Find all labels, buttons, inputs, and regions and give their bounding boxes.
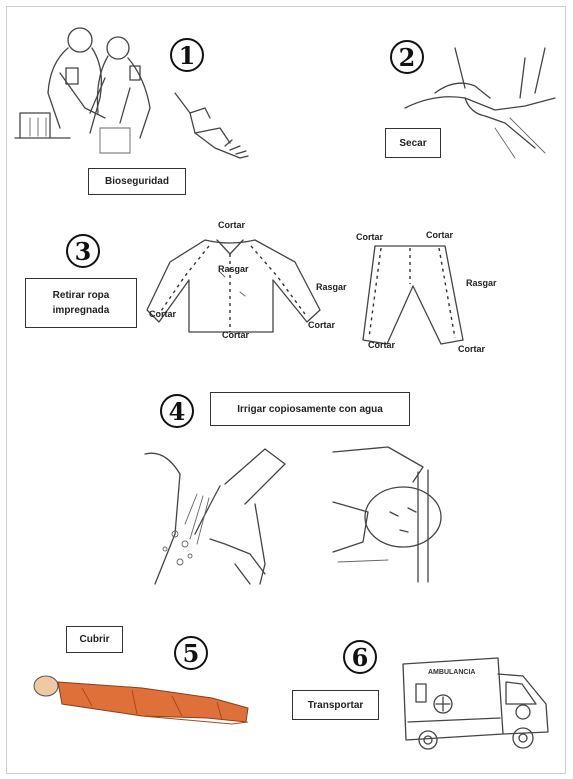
pants-rasgar-left: Rasgar (316, 282, 347, 292)
shirt-cortar-top: Cortar (218, 220, 245, 230)
irrigation-illustration (135, 444, 290, 589)
step-4-number: 4 (160, 394, 194, 428)
step-5-number: 5 (174, 636, 208, 670)
step-1-label: Bioseguridad (88, 168, 186, 195)
eye-irrigation-illustration (328, 442, 463, 582)
shirt-cortar-right: Cortar (308, 320, 335, 330)
pants-cortar-top-left: Cortar (356, 232, 383, 242)
pants-cortar-bottom-right: Cortar (458, 344, 485, 354)
step-6-label: Transportar (292, 690, 379, 720)
step-6-number: 6 (343, 640, 377, 674)
shirt-cortar-bottom: Cortar (222, 330, 249, 340)
shirt-cortar-left: Cortar (149, 309, 176, 319)
shirt-cut-diagram (145, 232, 325, 342)
step-3-label: Retirar ropa impregnada (25, 278, 137, 328)
covered-patient-illustration (22, 668, 252, 732)
pants-cortar-bottom-left: Cortar (368, 340, 395, 350)
ambulance-illustration: AMBULANCIA (398, 654, 553, 754)
step-3-number: 3 (66, 234, 100, 268)
pants-cortar-top-right: Cortar (426, 230, 453, 240)
step-1-number: 1 (170, 38, 204, 72)
shirt-rasgar: Rasgar (218, 264, 249, 274)
biosafety-illustration (10, 18, 170, 158)
gloved-hand-illustration (170, 88, 255, 168)
step-5-label: Cubrir (66, 626, 123, 653)
pants-rasgar-right: Rasgar (466, 278, 497, 288)
step-2-label: Secar (385, 128, 441, 158)
ambulance-text: AMBULANCIA (428, 669, 475, 676)
pants-cut-diagram (345, 240, 475, 350)
step-4-label: Irrigar copiosamente con agua (210, 392, 410, 426)
